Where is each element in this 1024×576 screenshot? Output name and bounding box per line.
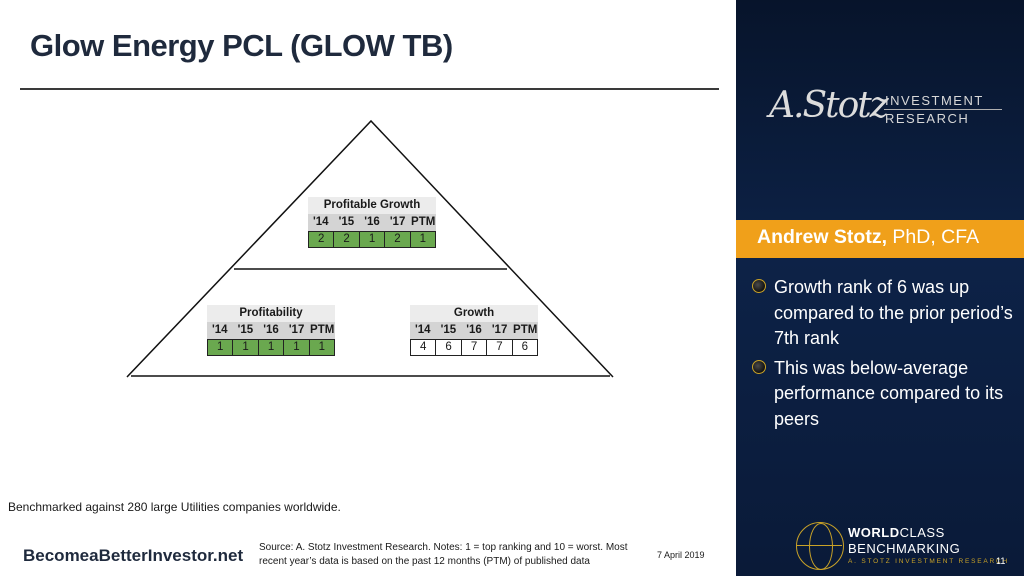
wcb-line-3: A. STOTZ INVESTMENT RESEARCH xyxy=(848,558,1010,565)
rank-cell: 1 xyxy=(358,231,386,248)
year-header: PTM xyxy=(310,324,335,336)
rank-cell: 1 xyxy=(207,339,234,356)
profitability-table: Profitability '14 '15 '16 '17 PTM 1 1 1 … xyxy=(207,305,336,356)
rank-cell: 1 xyxy=(409,231,437,248)
year-header: '14 xyxy=(212,324,228,336)
logo-line-2: RESEARCH xyxy=(885,111,970,126)
bullet-dot-icon xyxy=(752,359,766,374)
benchmark-note: Benchmarked against 280 large Utilities … xyxy=(8,500,341,514)
author-name: Andrew Stotz, xyxy=(757,226,887,248)
year-header: '15 xyxy=(237,324,254,336)
right-panel xyxy=(736,0,1024,576)
globe-icon xyxy=(796,522,844,570)
year-header: '16 xyxy=(466,324,482,336)
wcb-line-1: WORLDCLASS xyxy=(848,525,945,540)
logo-divider xyxy=(884,109,1002,110)
author-band xyxy=(736,220,1024,258)
rank-cell: 4 xyxy=(410,339,437,356)
rank-cell: 2 xyxy=(333,231,360,248)
year-header: '14 xyxy=(415,324,431,336)
wcb-rest: CLASS xyxy=(899,525,945,540)
rank-cell: 1 xyxy=(257,339,285,356)
website-link[interactable]: BecomeaBetterInvestor.net xyxy=(23,546,244,565)
source-note: Source: A. Stotz Investment Research. No… xyxy=(259,542,628,567)
rank-cell: 6 xyxy=(511,339,539,356)
growth-table: Growth '14 '15 '16 '17 PTM 4 6 7 7 6 xyxy=(410,305,539,356)
wcb-line-2: BENCHMARKING xyxy=(848,541,961,556)
rank-cell: 7 xyxy=(486,339,513,356)
profitable-growth-table: Profitable Growth '14 '15 '16 '17 PTM 2 … xyxy=(308,197,437,248)
stotz-logo-icon: A.Stotz xyxy=(769,85,889,126)
rank-cell: 6 xyxy=(435,339,462,356)
bullet-dot-icon xyxy=(752,279,766,293)
rank-row: 1 1 1 1 1 xyxy=(207,339,336,356)
bullet-list: Growth rank of 6 was up compared to the … xyxy=(752,275,1014,436)
year-header: PTM xyxy=(411,216,436,228)
rank-cell: 7 xyxy=(460,339,488,356)
slide-title: Glow Energy PCL (GLOW TB) xyxy=(30,28,453,63)
year-header: '17 xyxy=(288,324,305,336)
table-title: Growth xyxy=(410,305,538,322)
table-title: Profitable Growth xyxy=(308,197,436,214)
year-header: '17 xyxy=(389,216,406,228)
rank-cell: 2 xyxy=(384,231,411,248)
year-header: '16 xyxy=(263,324,279,336)
rank-cell: 1 xyxy=(308,339,336,356)
wcb-bold: WORLD xyxy=(848,525,900,540)
year-header-row: '14 '15 '16 '17 PTM xyxy=(410,322,538,339)
slide-date: 7 April 2019 xyxy=(657,550,705,560)
year-header: '14 xyxy=(313,216,329,228)
page-number: 11 xyxy=(996,556,1006,566)
year-header: '15 xyxy=(440,324,457,336)
logo-line-1: INVESTMENT xyxy=(885,93,984,108)
bullet-text: Growth rank of 6 was up compared to the … xyxy=(774,277,1013,348)
year-header: '15 xyxy=(338,216,355,228)
rank-cell: 1 xyxy=(283,339,310,356)
pyramid-outline xyxy=(126,119,614,378)
rank-row: 4 6 7 7 6 xyxy=(410,339,539,356)
rank-cell: 2 xyxy=(308,231,335,248)
table-title: Profitability xyxy=(207,305,335,322)
year-header: '16 xyxy=(364,216,380,228)
pyramid-diagram xyxy=(126,119,614,378)
rank-cell: 1 xyxy=(232,339,259,356)
year-header: '17 xyxy=(491,324,508,336)
year-header: PTM xyxy=(513,324,538,336)
bullet-item: This was below-average performance compa… xyxy=(752,356,1014,433)
author-credentials: PhD, CFA xyxy=(887,226,980,248)
year-header-row: '14 '15 '16 '17 PTM xyxy=(207,322,335,339)
year-header-row: '14 '15 '16 '17 PTM xyxy=(308,214,436,231)
logo-text: INVESTMENT RESEARCH xyxy=(885,92,984,128)
title-divider xyxy=(20,88,719,90)
rank-row: 2 2 1 2 1 xyxy=(308,231,437,248)
bullet-item: Growth rank of 6 was up compared to the … xyxy=(752,275,1014,352)
author-credit: Andrew Stotz, PhD, CFA xyxy=(757,226,979,249)
bullet-text: This was below-average performance compa… xyxy=(774,357,1004,429)
